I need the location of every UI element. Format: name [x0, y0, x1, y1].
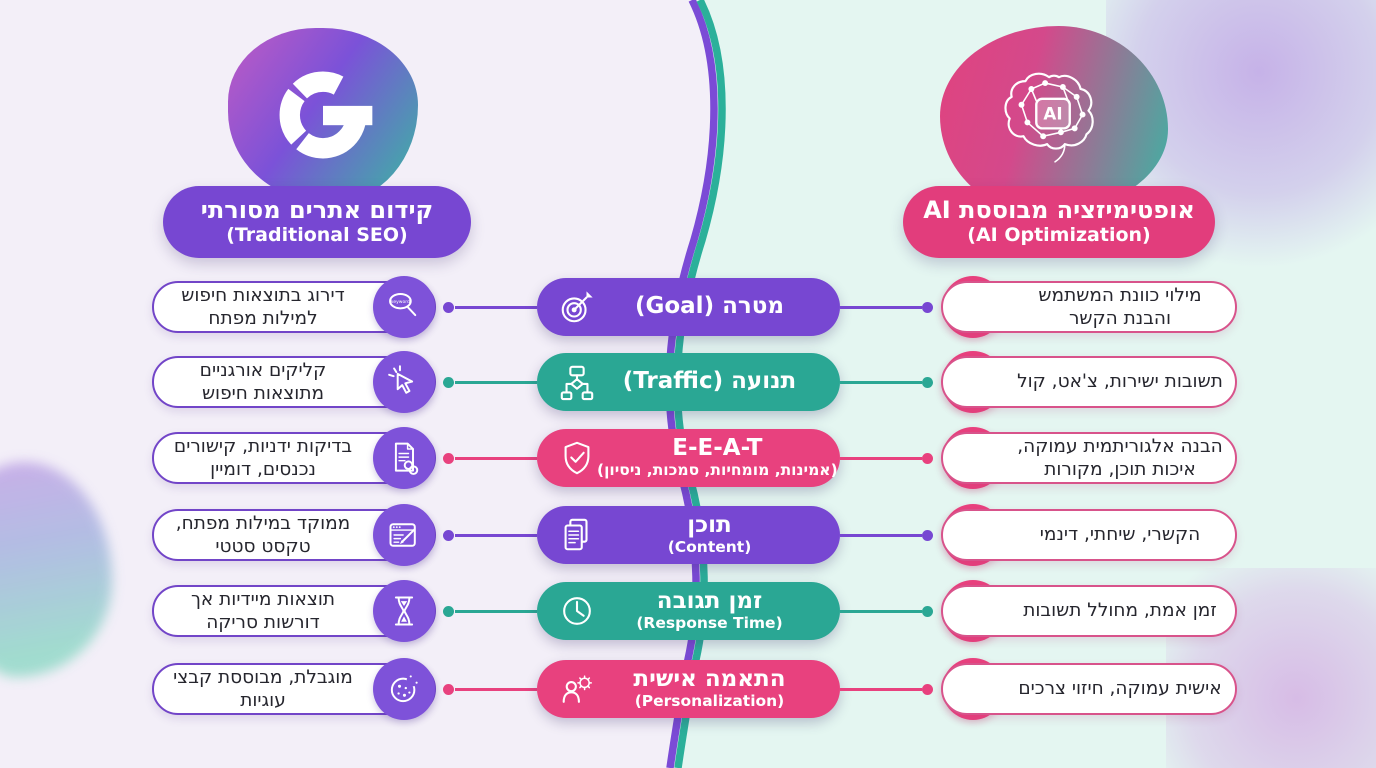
connector-dot [443, 452, 454, 464]
svg-text:keyword: keyword [391, 299, 410, 305]
center-subtitle: (אמינות, מומחיות, סמכות, ניסיון) [597, 460, 838, 479]
right-item-text: מילוי כוונת המשתמש והבנת הקשר [1038, 284, 1202, 329]
right-item-pill: אישית עמוקה, חיזוי צרכים [941, 663, 1237, 715]
documents-icon [557, 516, 597, 554]
comparison-row-response-time: תוצאות מיידיות אך דורשות סריקה זמן תגובה [0, 579, 1376, 643]
connector-dot [443, 376, 454, 388]
shield-check-icon [557, 439, 597, 477]
right-item-text: הבנה אלגוריתמית עמוקה, איכות תוכן, מקורו… [1017, 435, 1223, 480]
right-item-text: אישית עמוקה, חיזוי צרכים [1018, 678, 1222, 700]
left-item-text: תוצאות מיידיות אך דורשות סריקה [190, 588, 336, 633]
left-header-subtitle: (Traditional SEO) [226, 224, 408, 247]
right-header-title: אופטימיזציה מבוססת AI [923, 195, 1195, 224]
left-item-text: ממוקד במילות מפתח, טקסט סטטי [175, 512, 351, 557]
right-item-pill: הבנה אלגוריתמית עמוקה, איכות תוכן, מקורו… [941, 432, 1237, 484]
center-subtitle: (Response Time) [636, 613, 783, 632]
left-item-text: דירוג בתוצאות חיפוש למילות מפתח [181, 284, 345, 329]
right-header-subtitle: (AI Optimization) [967, 224, 1151, 247]
left-item-text: מוגבלת, מבוססת קבצי עוגיות [173, 666, 353, 711]
keyword-magnifier-icon: keyword [373, 276, 435, 338]
center-category-pill: E-E-A-T (אמינות, מומחיות, סמכות, ניסיון) [537, 429, 840, 487]
center-title: תוכן [687, 512, 732, 539]
center-subtitle: (Personalization) [634, 691, 785, 710]
center-subtitle: (Content) [667, 537, 752, 556]
google-g-icon [279, 71, 373, 159]
right-item-pill: הקשרי, שיחתי, דינמי [941, 509, 1237, 561]
connector-dot [922, 452, 933, 464]
connector-line [840, 305, 922, 309]
right-item-text: תשובות ישירות, צ'אט, קול [1017, 371, 1223, 393]
connector-dot [443, 301, 454, 313]
page-edit-icon [373, 504, 435, 566]
document-link-icon [373, 427, 435, 489]
connector-dot [443, 605, 454, 617]
right-header-pill: אופטימיזציה מבוססת AI (AI Optimization) [903, 186, 1215, 258]
google-logo-blob [228, 28, 418, 202]
right-item-pill: זמן אמת, מחולל תשובות [941, 585, 1237, 637]
click-cursor-icon [373, 351, 435, 413]
comparison-row-traffic: קליקים אורגניים מתוצאות חיפוש [0, 350, 1376, 414]
connector-dot [443, 683, 454, 695]
left-item-pill: תוצאות מיידיות אך דורשות סריקה [152, 585, 436, 637]
center-title: התאמה אישית [633, 666, 786, 693]
connector-line [840, 533, 922, 537]
center-category-pill: התאמה אישית (Personalization) [537, 660, 840, 718]
connector-line [840, 456, 922, 460]
connector-line [455, 456, 537, 460]
center-title: E-E-A-T [672, 435, 763, 462]
connector-line [455, 305, 537, 309]
ai-brain-network-icon: AI [1004, 72, 1094, 163]
right-item-text: זמן אמת, מחולל תשובות [1023, 600, 1217, 622]
connector-dot [443, 529, 454, 541]
center-title: תנועה (Traffic) [622, 368, 797, 395]
center-category-pill: מטרה (Goal) [537, 278, 840, 336]
comparison-row-eeat: בדיקות ידניות, קישורים נכנסים, דומיין E-… [0, 426, 1376, 490]
right-item-pill: מילוי כוונת המשתמש והבנת הקשר [941, 281, 1237, 333]
left-header-pill: קידום אתרים מסורתי (Traditional SEO) [163, 186, 471, 258]
center-category-pill: תוכן (Content) [537, 506, 840, 564]
connector-line [455, 533, 537, 537]
hourglass-icon [373, 580, 435, 642]
connector-line [455, 609, 537, 613]
connector-dot [922, 683, 933, 695]
center-category-pill: זמן תגובה (Response Time) [537, 582, 840, 640]
connector-dot [922, 605, 933, 617]
comparison-row-content: ממוקד במילות מפתח, טקסט סטטי [0, 503, 1376, 567]
person-gear-icon [557, 670, 597, 708]
target-dart-icon [557, 288, 597, 326]
connector-line [840, 609, 922, 613]
left-item-text: קליקים אורגניים מתוצאות חיפוש [199, 359, 327, 404]
center-title: זמן תגובה [656, 588, 763, 615]
ai-chip-label: AI [1043, 104, 1062, 124]
right-item-text: הקשרי, שיחתי, דינמי [1039, 524, 1201, 546]
connector-line [840, 380, 922, 384]
clock-icon [557, 592, 597, 630]
connector-line [455, 380, 537, 384]
connector-dot [922, 301, 933, 313]
right-item-pill: תשובות ישירות, צ'אט, קול [941, 356, 1237, 408]
comparison-row-personalization: מוגבלת, מבוססת קבצי עוגיות [0, 657, 1376, 721]
left-item-text: בדיקות ידניות, קישורים נכנסים, דומיין [173, 435, 353, 480]
cookie-icon [373, 658, 435, 720]
left-header-title: קידום אתרים מסורתי [200, 195, 434, 224]
connector-line [840, 687, 922, 691]
connector-line [455, 687, 537, 691]
connector-dot [922, 529, 933, 541]
flowchart-icon [557, 363, 597, 401]
center-category-pill: תנועה (Traffic) [537, 353, 840, 411]
comparison-row-goal: דירוג בתוצאות חיפוש למילות מפתח keyword [0, 275, 1376, 339]
connector-dot [922, 376, 933, 388]
center-title: מטרה (Goal) [634, 293, 785, 320]
